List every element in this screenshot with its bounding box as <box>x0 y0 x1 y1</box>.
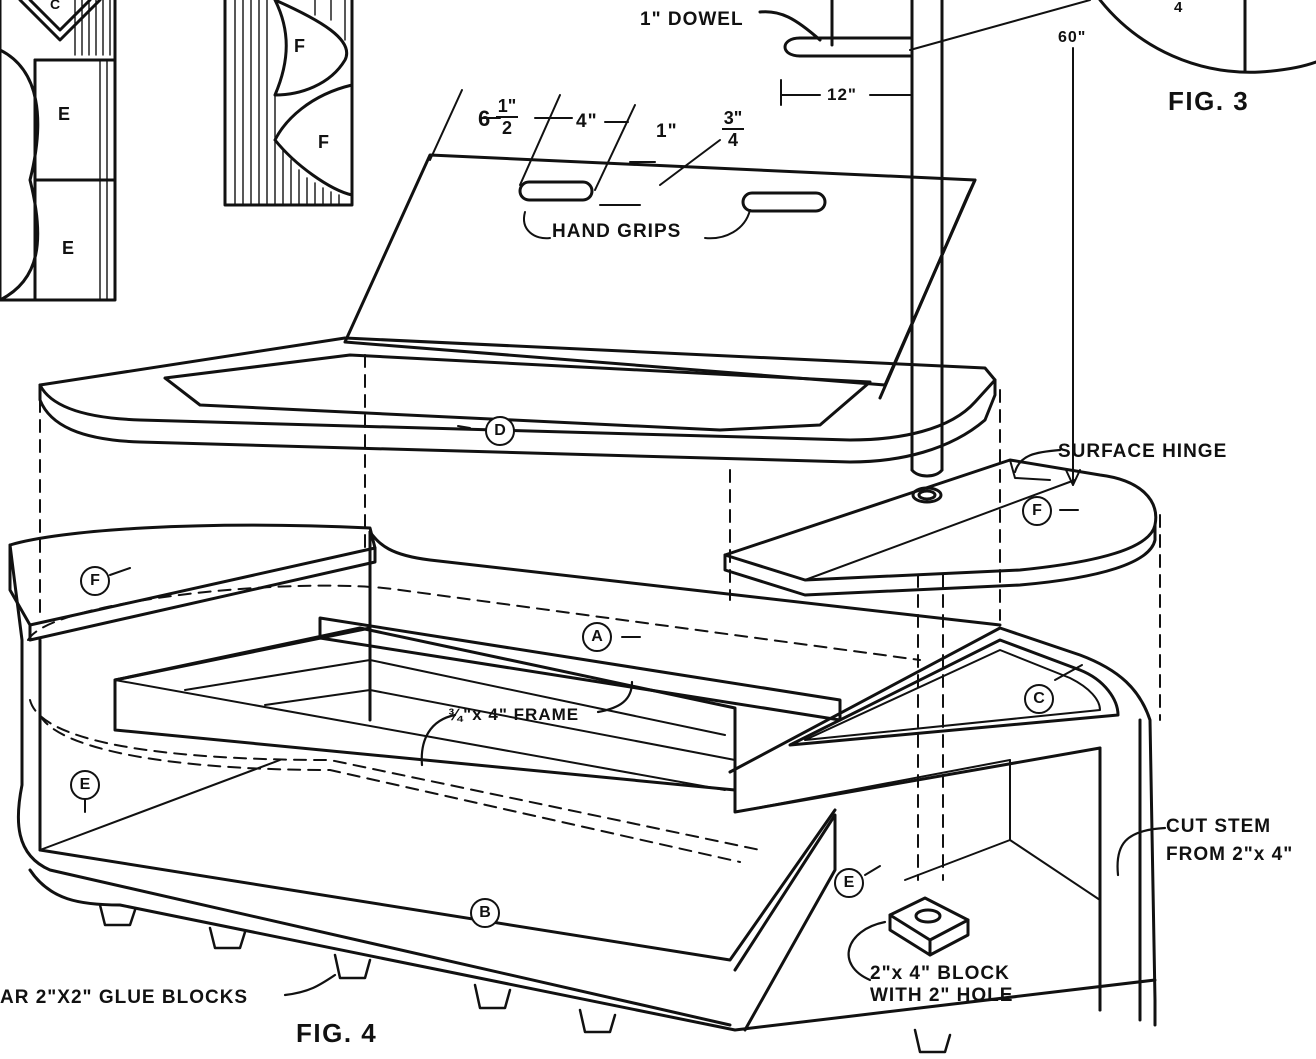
fraction-three-quarter-denominator: 4 <box>727 130 738 150</box>
part-callout-b: B <box>470 898 500 928</box>
dimension-4-label: 4" <box>576 111 598 132</box>
part-callout-f-left: F <box>80 566 110 596</box>
fraction-one-half-numerator: 1" <box>497 96 517 116</box>
inset-letter-e-upper: E <box>58 104 71 124</box>
fraction-one-half-bar <box>496 116 518 118</box>
frame <box>113 616 842 792</box>
dowel-peg <box>758 0 1091 58</box>
part-callout-e-right: E <box>834 868 864 898</box>
frame-label: ¾"x 4" FRAME <box>448 705 580 724</box>
fraction-three-quarter: 3" 4 <box>720 108 746 150</box>
top-panel-d <box>38 336 997 464</box>
dowel-label: 1" DOWEL <box>640 9 744 30</box>
part-callout-f-right: F <box>1022 496 1052 526</box>
part-callout-a: A <box>582 622 612 652</box>
block-with-hole <box>888 896 970 957</box>
block-label-line2: WITH 2" HOLE <box>870 985 1014 1006</box>
inset-left-panels <box>0 0 117 302</box>
cut-stem-label-line1: CUT STEM <box>1166 816 1272 837</box>
leader-arrows <box>283 448 1167 997</box>
hand-grips-label: HAND GRIPS <box>552 221 682 242</box>
surface-hinge-label: SURFACE HINGE <box>1058 441 1228 462</box>
dimension-12-label: 12" <box>827 85 857 104</box>
part-callout-e-left: E <box>70 770 100 800</box>
fig3-fraction-digit: 4 <box>1174 0 1184 16</box>
dimension-12 <box>780 79 913 106</box>
cut-stem-label-line2: FROM 2"x 4" <box>1166 844 1294 865</box>
part-callout-c: C <box>1024 684 1054 714</box>
stem-pole <box>910 0 944 504</box>
fraction-one-half: 1" 2 <box>494 96 520 138</box>
fig3-circle-detail <box>1098 0 1316 74</box>
fraction-one-half-denominator: 2 <box>501 118 512 138</box>
glue-blocks <box>98 903 952 1054</box>
hinged-lid <box>343 153 977 400</box>
dimension-60-label: 60" <box>1058 29 1087 46</box>
dimension-1-label: 1" <box>656 121 678 142</box>
inset-letter-c: C <box>50 0 61 12</box>
fraction-three-quarter-bar <box>722 128 744 130</box>
box-body <box>8 530 1157 1032</box>
dimension-60 <box>1065 47 1081 486</box>
part-callout-d: D <box>485 416 515 446</box>
lid-dimensions <box>429 89 751 240</box>
dimension-6-label: 6 <box>478 106 492 131</box>
glue-blocks-label: AR 2"X2" GLUE BLOCKS <box>0 987 249 1008</box>
inset-letter-f-upper: F <box>294 36 305 56</box>
left-seat-panel-f <box>8 523 377 642</box>
right-seat-panel-f <box>723 458 1158 597</box>
block-label-line1: 2"x 4" BLOCK <box>870 963 1010 984</box>
inset-letter-f-lower: F <box>318 132 329 152</box>
inset-letter-e-lower: E <box>62 238 75 258</box>
fraction-three-quarter-numerator: 3" <box>723 108 743 128</box>
fig4-label: FIG. 4 <box>296 1018 378 1048</box>
inset-center-panels <box>223 0 354 207</box>
fig3-label: FIG. 3 <box>1168 86 1250 116</box>
